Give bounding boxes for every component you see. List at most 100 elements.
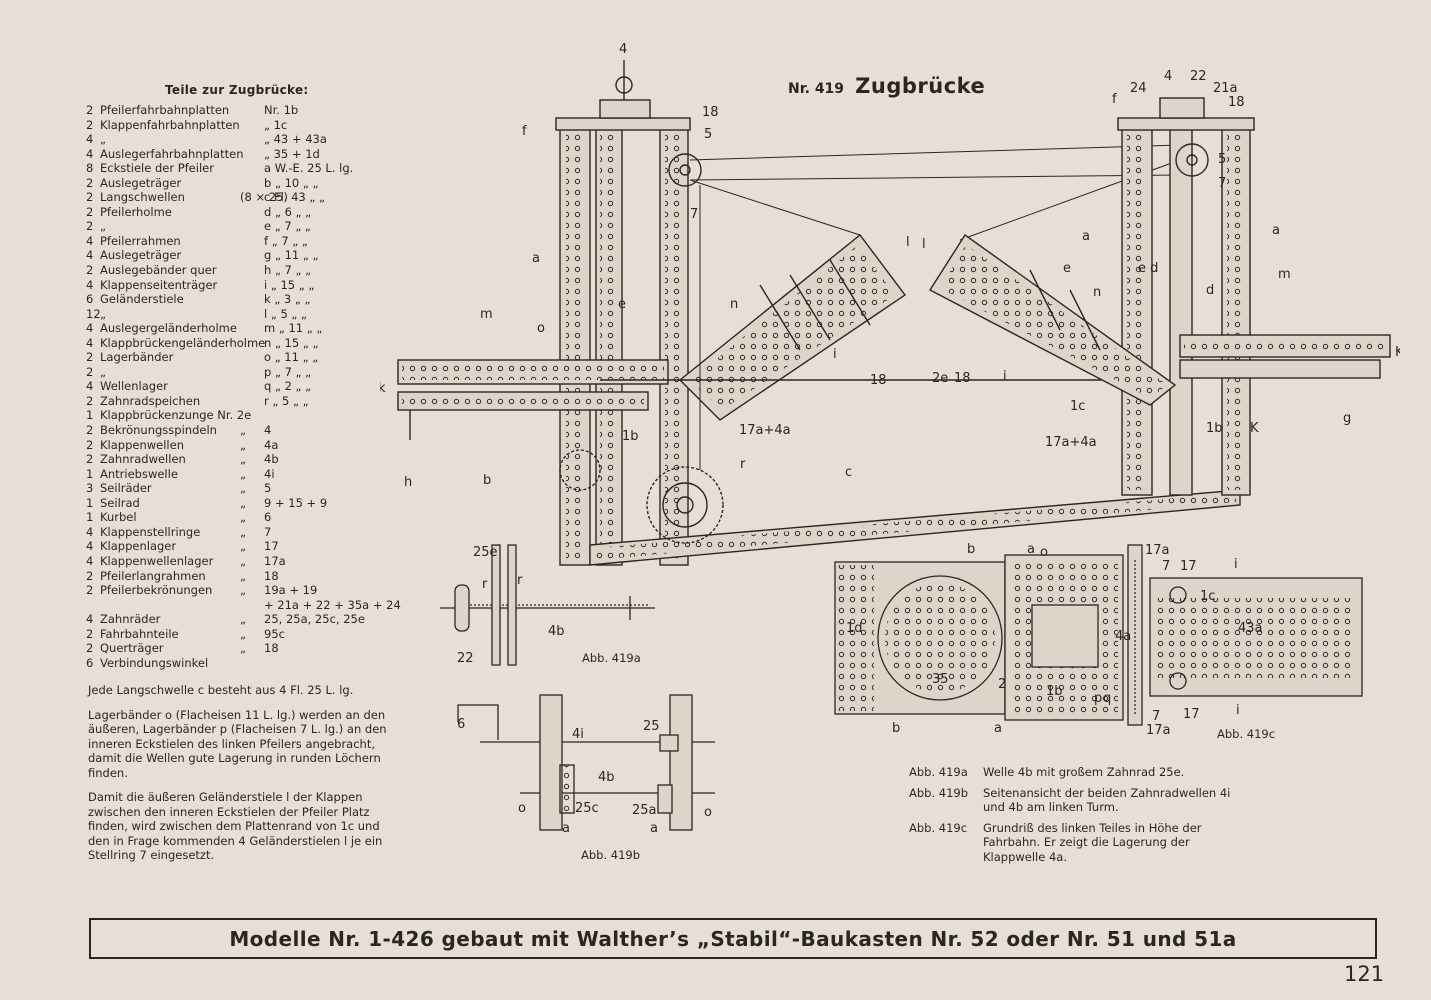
part-note: (8 × 25) bbox=[240, 190, 288, 205]
part-name: Zahnradwellen bbox=[100, 452, 186, 467]
part-name: Geländerstiele bbox=[100, 292, 184, 307]
drawbridge-diagram: 4 f 18 5 7 a e m o k h b n i l 18 17a+4a… bbox=[380, 42, 1400, 566]
part-quantity: 2 bbox=[86, 350, 94, 365]
part-code: „ 1c bbox=[264, 117, 288, 132]
svg-text:25a: 25a bbox=[632, 803, 657, 818]
caption-item: Abb. 419c Grundriß des linken Teiles in … bbox=[909, 821, 1239, 865]
svg-text:q: q bbox=[1103, 691, 1111, 706]
figure-419a-caption: Abb. 419a bbox=[582, 651, 641, 665]
part-note: „ bbox=[240, 452, 246, 467]
part-name: Kurbel bbox=[100, 510, 137, 525]
part-quantity: 2 bbox=[86, 423, 94, 438]
svg-text:a: a bbox=[1272, 223, 1280, 238]
part-quantity: 4 bbox=[86, 248, 94, 263]
part-code: 4a bbox=[264, 437, 279, 452]
figure-caption-list: Abb. 419a Welle 4b mit großem Zahnrad 25… bbox=[909, 765, 1239, 870]
svg-text:c: c bbox=[845, 465, 852, 480]
svg-text:17a: 17a bbox=[1145, 543, 1170, 558]
part-code: p „ 7 „ „ bbox=[264, 364, 312, 379]
part-code: 7 bbox=[264, 524, 272, 539]
svg-text:r: r bbox=[517, 573, 523, 588]
svg-text:o: o bbox=[1040, 545, 1048, 560]
part-name: Langschwellen bbox=[100, 190, 185, 205]
svg-text:7: 7 bbox=[1218, 176, 1226, 191]
svg-text:4a: 4a bbox=[1115, 629, 1131, 644]
part-code: n „ 15 „ „ bbox=[264, 335, 319, 350]
svg-text:a: a bbox=[562, 821, 570, 836]
note-paragraph: Jede Langschwelle c besteht aus 4 Fl. 25… bbox=[88, 683, 354, 697]
svg-text:25c: 25c bbox=[575, 801, 599, 816]
part-code: m „ 11 „ „ bbox=[264, 321, 323, 336]
parts-row: 2„p „ 7 „ „ bbox=[86, 365, 396, 380]
part-quantity: 2 bbox=[86, 364, 94, 379]
assembly-notes: Jede Langschwelle c besteht aus 4 Fl. 25… bbox=[88, 683, 388, 873]
part-name: „ bbox=[100, 306, 106, 321]
part-code: 4i bbox=[264, 466, 275, 481]
note-paragraph: Lagerbänder o (Flacheisen 11 L. lg.) wer… bbox=[88, 707, 387, 780]
svg-text:4b: 4b bbox=[598, 770, 615, 785]
svg-text:e: e bbox=[618, 297, 626, 312]
svg-text:22: 22 bbox=[1190, 69, 1207, 84]
caption-item: Abb. 419b Seitenansicht der beiden Zahnr… bbox=[909, 786, 1239, 815]
part-code: „ 43 + 43a bbox=[264, 132, 327, 147]
part-code: 19a + 19 bbox=[264, 583, 318, 598]
parts-row: 4„„ 43 + 43a bbox=[86, 132, 396, 147]
caption-label: Abb. 419a bbox=[909, 765, 968, 779]
part-code: 25, 25a, 25c, 25e bbox=[264, 612, 365, 627]
part-code: a W.-E. 25 L. lg. bbox=[264, 161, 354, 176]
part-quantity: 4 bbox=[86, 277, 94, 292]
part-name: Seilrad bbox=[100, 495, 140, 510]
model-name: Zugbrücke bbox=[855, 74, 986, 98]
part-code: f „ 7 „ „ bbox=[264, 233, 308, 248]
caption-item: Abb. 419a Welle 4b mit großem Zahnrad 25… bbox=[909, 765, 1239, 780]
part-name: Lagerbänder bbox=[100, 350, 174, 365]
part-quantity: 4 bbox=[86, 335, 94, 350]
svg-text:21a: 21a bbox=[1213, 81, 1238, 96]
svg-text:r: r bbox=[740, 457, 746, 472]
part-code: 4b bbox=[264, 452, 279, 467]
svg-text:e d: e d bbox=[1138, 261, 1158, 276]
svg-text:1c: 1c bbox=[1200, 589, 1215, 604]
part-code: d „ 6 „ „ bbox=[264, 204, 312, 219]
svg-text:l: l bbox=[906, 235, 910, 250]
svg-text:43a: 43a bbox=[1238, 621, 1263, 636]
part-quantity: 1 bbox=[86, 408, 94, 423]
part-name: Auslegeträger bbox=[100, 248, 182, 263]
part-quantity: 2 bbox=[86, 583, 94, 598]
svg-text:4: 4 bbox=[1164, 69, 1172, 84]
svg-text:e: e bbox=[1063, 261, 1071, 276]
part-name: Zahnradspeichen bbox=[100, 393, 201, 408]
part-name: Pfeilerbekrönungen bbox=[100, 583, 213, 598]
svg-text:17a+4a: 17a+4a bbox=[1045, 435, 1097, 450]
part-quantity: 4 bbox=[86, 524, 94, 539]
svg-text:6: 6 bbox=[457, 717, 465, 732]
part-name: Querträger bbox=[100, 641, 164, 656]
svg-text:18: 18 bbox=[702, 105, 719, 120]
svg-text:i: i bbox=[1236, 703, 1240, 718]
part-quantity: 2 bbox=[86, 393, 94, 408]
part-quantity: 1 bbox=[86, 466, 94, 481]
svg-text:i: i bbox=[1003, 369, 1007, 384]
page-number: 121 bbox=[1344, 962, 1385, 986]
part-code: o „ 11 „ „ bbox=[264, 350, 319, 365]
part-quantity: 2 bbox=[86, 219, 94, 234]
svg-text:b: b bbox=[483, 473, 491, 488]
